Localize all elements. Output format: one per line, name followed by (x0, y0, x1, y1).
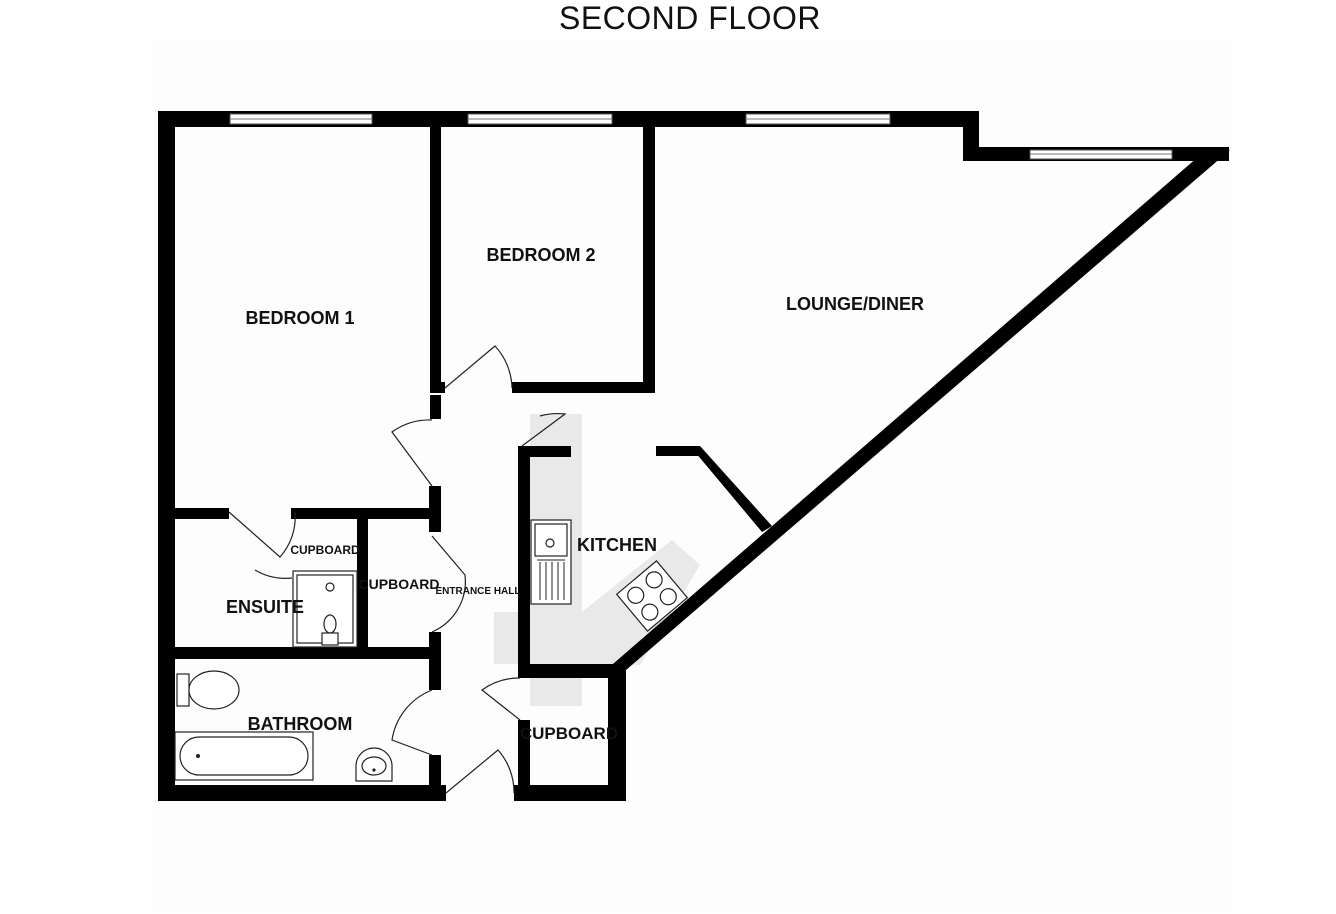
label-lounge-diner: LOUNGE/DINER (786, 294, 924, 314)
label-cupboard-hall: CUPBOARD (359, 576, 440, 592)
label-cupboard-lower: CUPBOARD (520, 724, 618, 743)
door-kitchen (521, 412, 567, 447)
windows (229, 113, 1173, 160)
door-bathroom (391, 689, 433, 756)
label-bedroom-1: BEDROOM 1 (245, 308, 354, 328)
toilet-icon (176, 670, 240, 710)
door-bedroom-1 (391, 419, 433, 487)
label-ensuite: ENSUITE (226, 597, 304, 617)
hob-icon (615, 560, 689, 632)
plan-background (152, 40, 1232, 912)
washbasin-icon (355, 747, 393, 782)
label-bathroom: BATHROOM (248, 714, 353, 734)
label-cupboard-ensuite: CUPBOARD (290, 543, 360, 557)
label-kitchen: KITCHEN (577, 535, 657, 555)
room-labels: BEDROOM 1 BEDROOM 2 LOUNGE/DINER KITCHEN… (226, 245, 924, 743)
door-bedroom-2 (444, 345, 513, 389)
door-cupboard-lower (481, 677, 521, 721)
floor-title: SECOND FLOOR (558, 0, 822, 36)
doors (228, 345, 567, 794)
door-ensuite (228, 511, 296, 558)
sink-icon (530, 519, 572, 605)
fixtures (174, 519, 689, 782)
label-bedroom-2: BEDROOM 2 (486, 245, 595, 265)
door-cupboard-hall (431, 535, 466, 633)
label-entrance-hall: ENTRANCE HALL (436, 586, 521, 597)
door-entrance (445, 749, 515, 794)
bath-icon (174, 731, 314, 781)
shower-icon (292, 570, 358, 648)
